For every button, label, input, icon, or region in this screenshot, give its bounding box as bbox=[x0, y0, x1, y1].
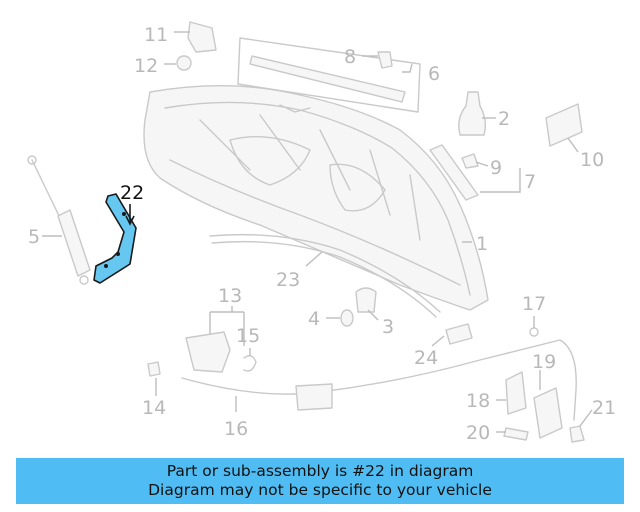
callout-8: 8 bbox=[344, 46, 356, 68]
pad-24 bbox=[445, 323, 473, 345]
clip-15 bbox=[243, 355, 257, 372]
callout-4: 4 bbox=[308, 308, 320, 330]
callout-19: 19 bbox=[532, 351, 556, 373]
callout-22: 22 bbox=[120, 182, 144, 204]
callout-9: 9 bbox=[490, 157, 502, 179]
seal-7 bbox=[429, 144, 479, 201]
bolt-20 bbox=[503, 427, 529, 441]
gas-strut-5 bbox=[27, 155, 91, 285]
hood-panel bbox=[143, 84, 489, 311]
clip-9 bbox=[461, 153, 479, 169]
nut-12 bbox=[176, 55, 192, 71]
handle-19 bbox=[533, 387, 563, 439]
bracket-18 bbox=[505, 371, 527, 415]
callout-10: 10 bbox=[580, 149, 604, 171]
clip-8 bbox=[377, 51, 393, 69]
callout-7: 7 bbox=[524, 171, 536, 193]
callout-2: 2 bbox=[498, 108, 510, 130]
callout-14: 14 bbox=[142, 397, 166, 419]
clip-21 bbox=[569, 425, 585, 443]
callout-21: 21 bbox=[592, 397, 616, 419]
callout-18: 18 bbox=[466, 390, 490, 412]
bumper-3 bbox=[355, 287, 377, 313]
callout-6: 6 bbox=[428, 63, 440, 85]
parts-diagram: 11 12 8 6 2 9 7 10 1 5 22 23 4 3 24 17 1… bbox=[27, 21, 616, 444]
bolt-14 bbox=[147, 361, 161, 377]
callout-15: 15 bbox=[236, 325, 260, 347]
callout-3: 3 bbox=[382, 316, 394, 338]
callout-24: 24 bbox=[414, 347, 438, 369]
callout-12: 12 bbox=[134, 55, 158, 77]
hood-seal-strip bbox=[237, 37, 421, 113]
label-10 bbox=[545, 103, 583, 147]
callout-20: 20 bbox=[466, 422, 490, 444]
callout-13: 13 bbox=[218, 285, 242, 307]
weatherstrip bbox=[209, 233, 441, 313]
banner-line-2: Diagram may not be specific to your vehi… bbox=[148, 481, 492, 499]
callout-1: 1 bbox=[476, 233, 488, 255]
callout-11: 11 bbox=[144, 24, 168, 46]
clip-11 bbox=[187, 21, 217, 53]
hood-hinge-22 bbox=[93, 193, 137, 284]
info-banner: Part or sub-assembly is #22 in diagram D… bbox=[16, 458, 624, 504]
callout-17: 17 bbox=[522, 293, 546, 315]
banner-line-1: Part or sub-assembly is #22 in diagram bbox=[166, 462, 474, 480]
callout-5: 5 bbox=[28, 226, 40, 248]
callout-23: 23 bbox=[276, 269, 300, 291]
bumper-2 bbox=[458, 91, 487, 136]
release-cable bbox=[181, 339, 577, 421]
callout-16: 16 bbox=[224, 418, 248, 440]
plug-4 bbox=[340, 309, 354, 327]
cable-handle bbox=[295, 383, 333, 411]
latch-13 bbox=[185, 331, 231, 373]
